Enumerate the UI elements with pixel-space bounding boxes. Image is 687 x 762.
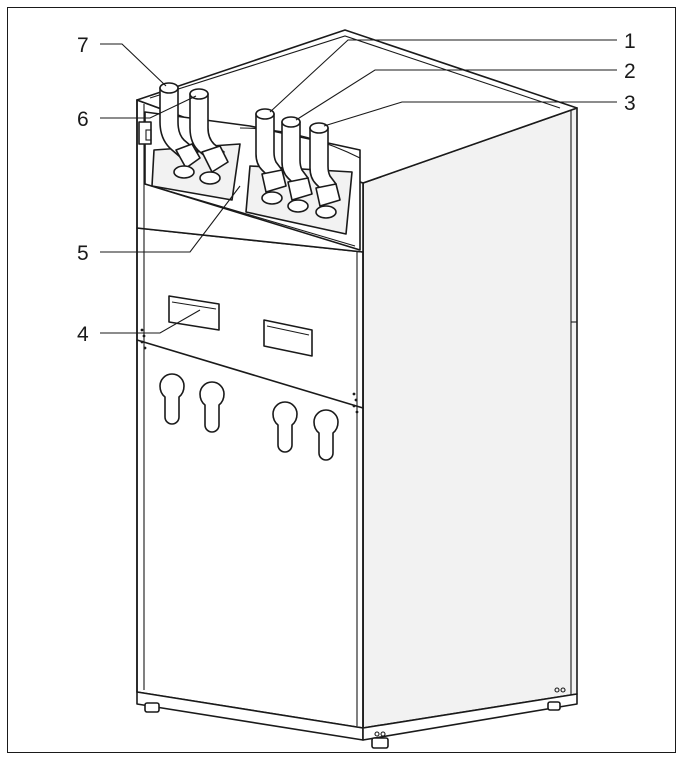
leader-3 <box>323 101 617 127</box>
leader-5 <box>100 185 241 253</box>
cabinet-side-panel <box>362 107 578 729</box>
foot-front-right <box>371 737 389 749</box>
pipe-6 <box>189 88 229 185</box>
callout-3: 3 <box>624 92 636 115</box>
pipe-1 <box>255 108 287 205</box>
callout-2: 2 <box>624 60 636 83</box>
front-divider <box>136 339 364 409</box>
pipes <box>159 82 341 219</box>
callout-5: 5 <box>77 242 89 265</box>
leader-6 <box>100 95 197 119</box>
leader-2 <box>295 69 617 121</box>
leader-4 <box>100 309 201 334</box>
pipe-7 <box>159 82 201 179</box>
carry-handle-right <box>263 319 313 357</box>
foot-front-left <box>144 702 160 713</box>
callout-1: 1 <box>624 30 636 53</box>
leader-1 <box>269 39 617 113</box>
callout-labels: 1 2 3 4 5 6 7 <box>77 30 636 346</box>
callout-4: 4 <box>77 323 89 346</box>
pipe-2 <box>281 116 313 213</box>
callout-6: 6 <box>77 108 89 131</box>
foot-rear-right <box>547 701 561 711</box>
figure-frame <box>7 7 676 753</box>
leader-7 <box>100 43 167 87</box>
pipe-3 <box>309 122 341 219</box>
leader-lines <box>100 39 617 334</box>
mounting-openings <box>159 373 339 461</box>
callout-7: 7 <box>77 34 89 57</box>
